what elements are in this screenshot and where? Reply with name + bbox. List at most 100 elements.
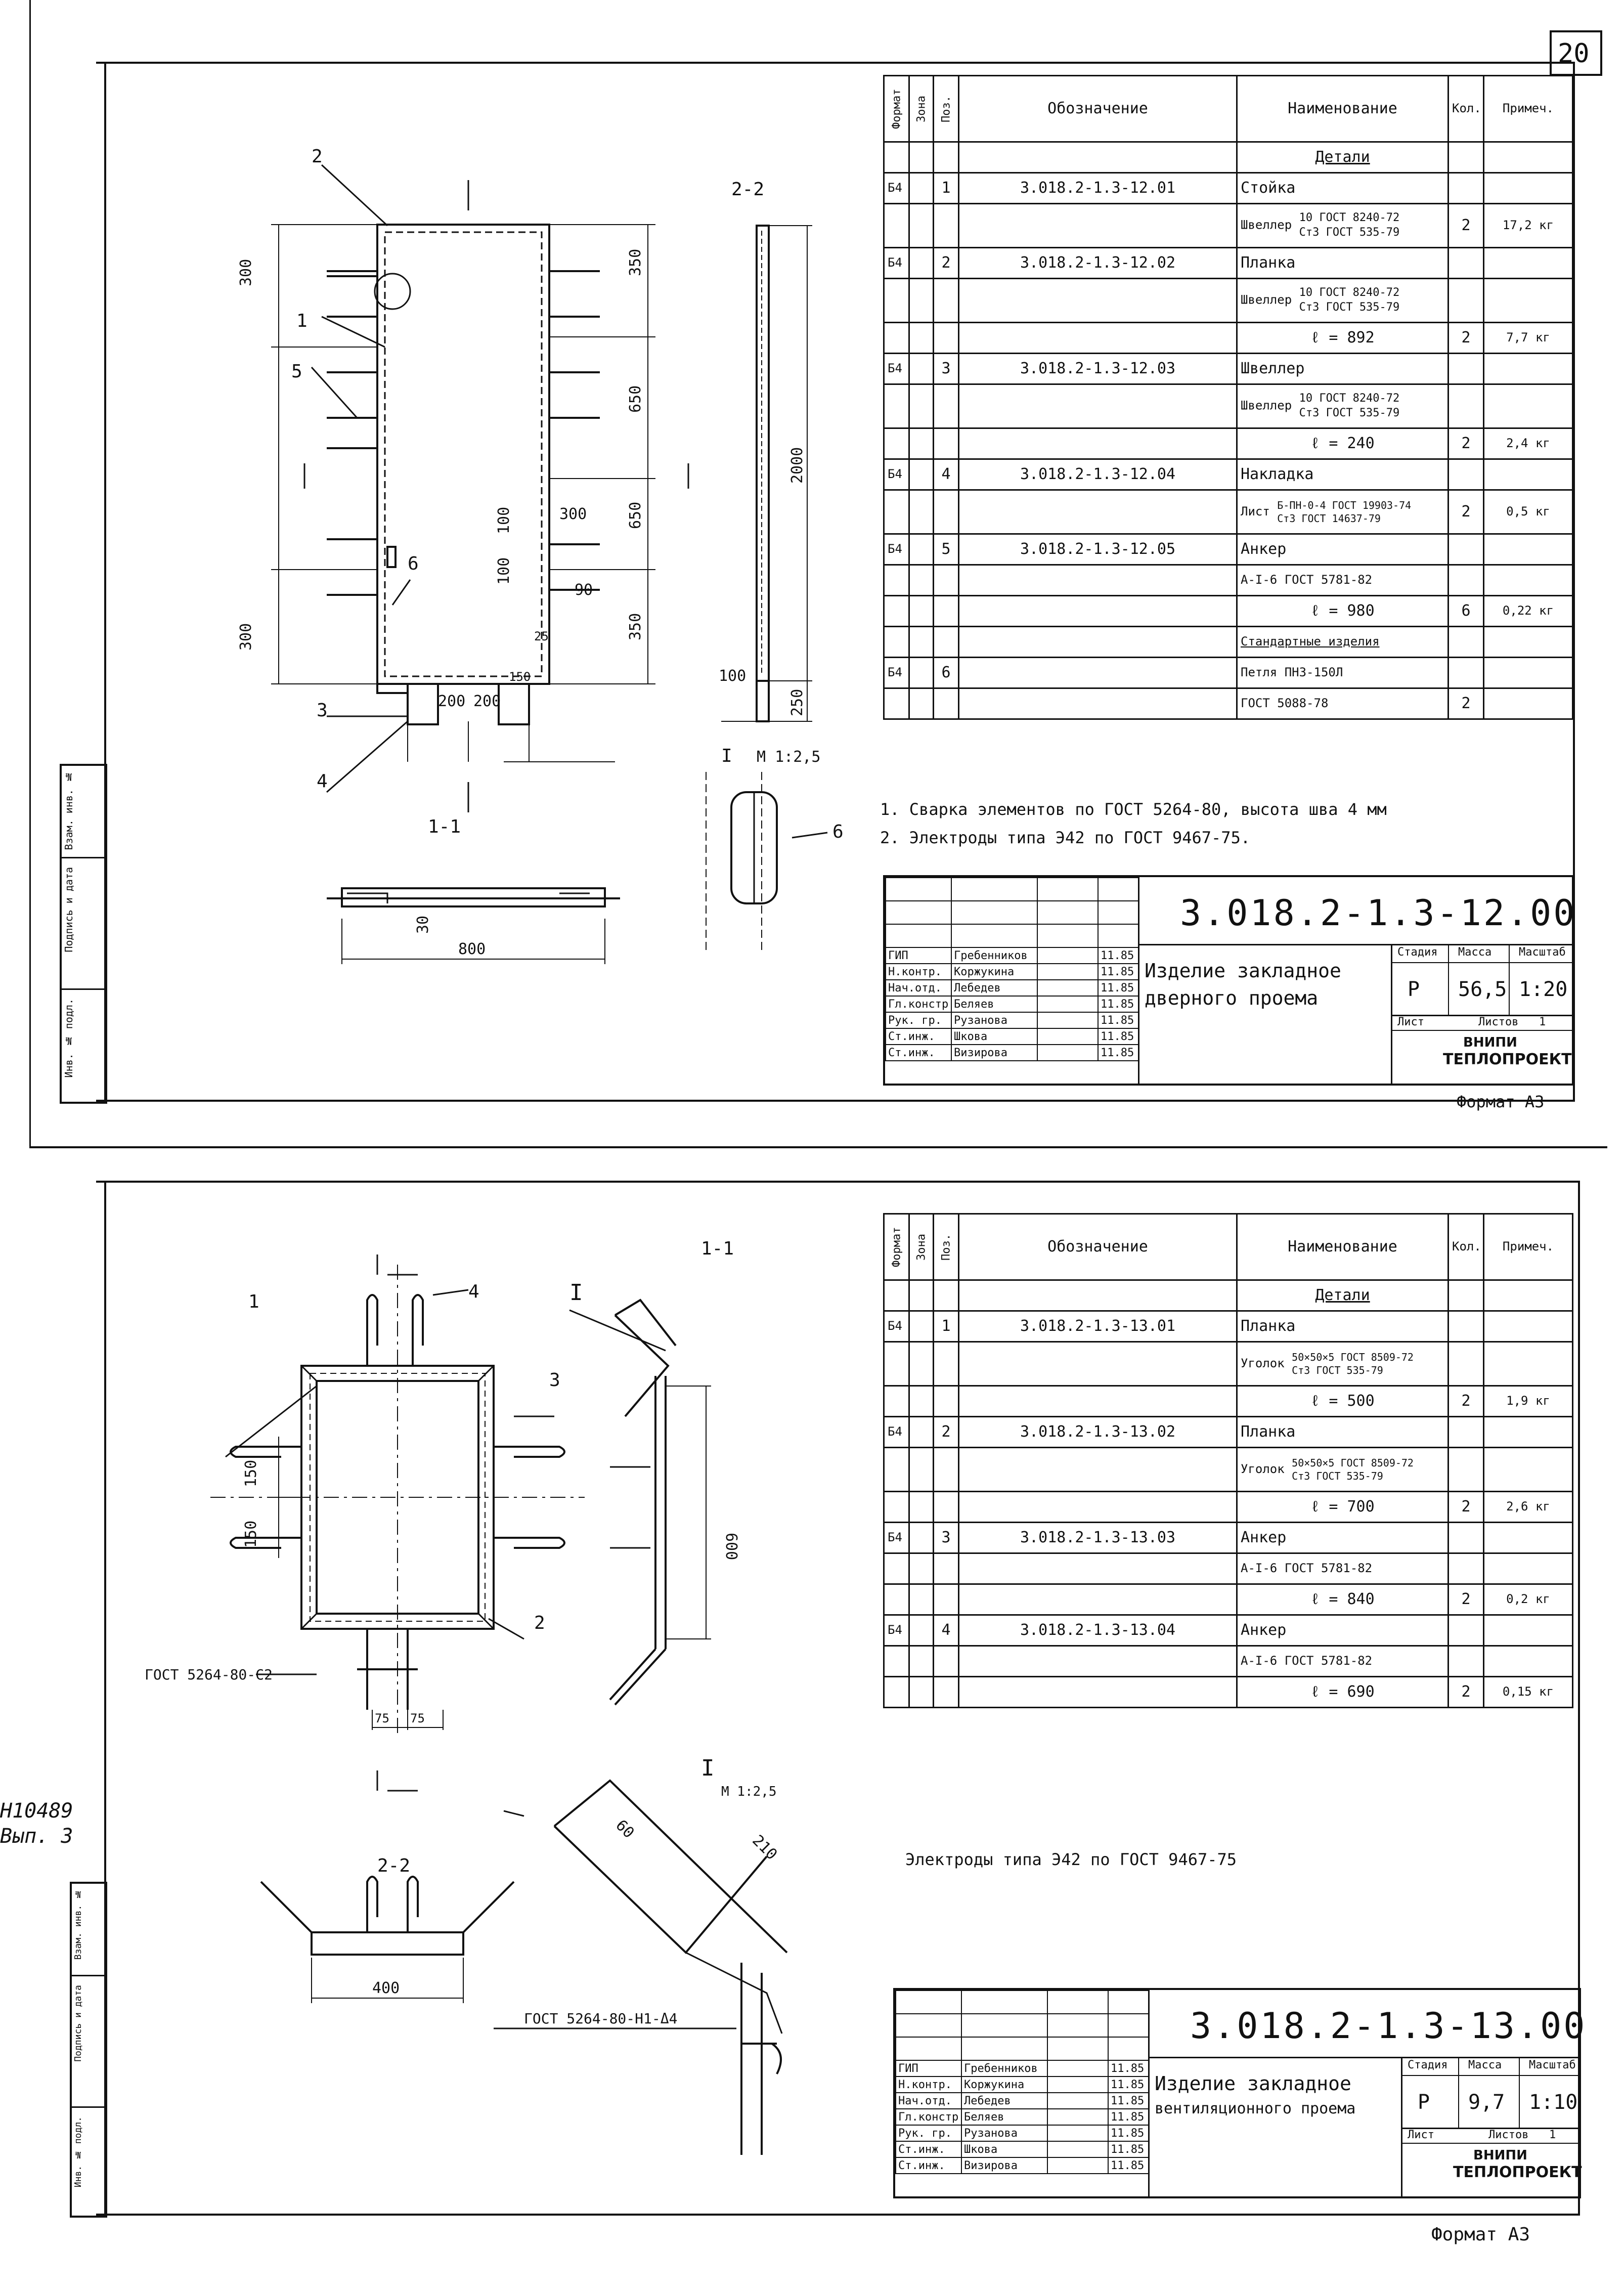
sheet2-frame (96, 1181, 1580, 2216)
frame-outline (376, 224, 550, 685)
svg-text:300: 300 (559, 505, 587, 523)
sheet1-spec-table: Формат Зона Поз. Обозначение Наименовани… (883, 75, 1573, 720)
side-label-2: Подпись и дата (63, 867, 75, 953)
sheet1-drawing: 2 1 5 6 3 4 6 2-2 1-1 I М 1:2,5 300 350 … (237, 146, 844, 964)
frame-inner-hidden (384, 231, 543, 677)
hdr-pos: Поз. (933, 75, 959, 142)
leg-right (498, 683, 530, 725)
sheet2-title-1: Изделие закладное (1155, 2072, 1351, 2095)
callout-2: 2 (312, 146, 323, 167)
hdr-note: Примеч. (1483, 75, 1573, 143)
callout-1: 1 (248, 1291, 259, 1312)
callout-1: 1 (296, 311, 308, 331)
sheet1-stage: Р (1408, 978, 1420, 1001)
callout-2: 2 (534, 1613, 545, 1633)
svg-text:350: 350 (627, 249, 644, 276)
table-row: А-I-6 ГОСТ 5781-82 (883, 1645, 1573, 1677)
sheet1-note-1: 1. Сварка элементов по ГОСТ 5264-80, выс… (880, 800, 1387, 819)
detail-I-body (553, 1779, 788, 1954)
right-anchors (549, 270, 600, 591)
weld-note-1: ГОСТ 5264-80-С2 (145, 1666, 273, 1683)
section11-web (654, 1376, 667, 1649)
svg-text:150: 150 (242, 1460, 260, 1487)
sheet1-title-2: дверного проема (1145, 987, 1319, 1009)
right-anchors (494, 1446, 565, 1549)
section11-dims (341, 919, 605, 964)
sheet1-left-border (104, 62, 106, 1100)
dim-left (271, 224, 377, 684)
section22-leg (756, 680, 770, 722)
svg-text:150: 150 (509, 670, 531, 684)
dim-bottom (407, 721, 615, 762)
sheet2-title-2: вентиляционного проема (1155, 2100, 1356, 2117)
sheet1-title-1: Изделие закладное (1145, 960, 1341, 982)
sheet2-side-stamp: Взам. инв. № Подпись и дата Инв. № подл. (70, 1882, 107, 2218)
section11-body (327, 887, 620, 907)
svg-text:75: 75 (375, 1711, 389, 1725)
section-details: Детали (1236, 141, 1449, 174)
svg-text:90: 90 (575, 581, 593, 599)
sheet2-left-border (104, 1181, 106, 2214)
sheet1-org-1: ВНИПИ (1463, 1035, 1517, 1050)
sheet2-scale: 1:10 (1529, 2091, 1578, 2114)
table-row: А-I-6 ГОСТ 5781-82 (883, 1552, 1573, 1585)
left-dims (271, 1437, 301, 1558)
hdr-format: Формат (884, 75, 909, 142)
svg-text:75: 75 (410, 1711, 425, 1725)
sheet2-note: Электроды типа Э42 по ГОСТ 9467-75 (905, 1850, 1237, 1869)
svg-text:150: 150 (242, 1521, 260, 1548)
svg-text:60: 60 (612, 1816, 637, 1842)
detail-I-label: I (701, 1755, 715, 1781)
leader-lines (311, 164, 828, 839)
callout-6b: 6 (832, 821, 844, 842)
side-label-1: Взам. инв. № (63, 771, 75, 850)
weld-note-2: ГОСТ 5264-80-Н1-Δ4 (524, 2010, 677, 2027)
left-anchors (327, 270, 377, 596)
hdr-name: Наименование (1236, 75, 1449, 143)
detail-I-plate (740, 1963, 782, 2155)
svg-text:100: 100 (495, 507, 513, 534)
sheet2-mass: 9,7 (1468, 2091, 1505, 2114)
sheet1-format: Формат А3 (1457, 1092, 1545, 1111)
sheet1-mass: 56,5 (1458, 978, 1507, 1001)
sheet1-note-2: 2. Электроды типа Э42 по ГОСТ 9467-75. (880, 828, 1251, 847)
bottom-anchors (357, 1629, 418, 1710)
sheet2-org-1: ВНИПИ (1473, 2148, 1527, 2163)
page-divider (29, 1146, 1607, 1148)
table-row: Стандартные изделия (883, 626, 1573, 658)
sheet2-spec-table: Формат Зона Поз. Обозначение Наименовани… (883, 1213, 1573, 1708)
svg-text:100: 100 (495, 557, 513, 585)
dim-right (549, 224, 655, 684)
svg-text:200: 200 (473, 693, 501, 710)
svg-text:350: 350 (627, 613, 644, 640)
svg-text:800: 800 (458, 940, 486, 958)
svg-text:300: 300 (237, 623, 255, 651)
svg-text:650: 650 (627, 385, 644, 413)
section-22-label: 2-2 (377, 1855, 410, 1876)
callout-6: 6 (408, 553, 419, 574)
callout-3: 3 (549, 1370, 560, 1391)
section22-dims (769, 225, 812, 722)
callout-4: 4 (468, 1281, 479, 1302)
leg-left (407, 683, 439, 725)
sheet2-format: Формат А3 (1431, 2224, 1530, 2245)
left-anchors (230, 1446, 301, 1549)
sheet2-drawing: 1 4 3 2 1-1 2-2 I I М 1:2,5 ГОСТ 5264-80… (145, 1238, 788, 2155)
